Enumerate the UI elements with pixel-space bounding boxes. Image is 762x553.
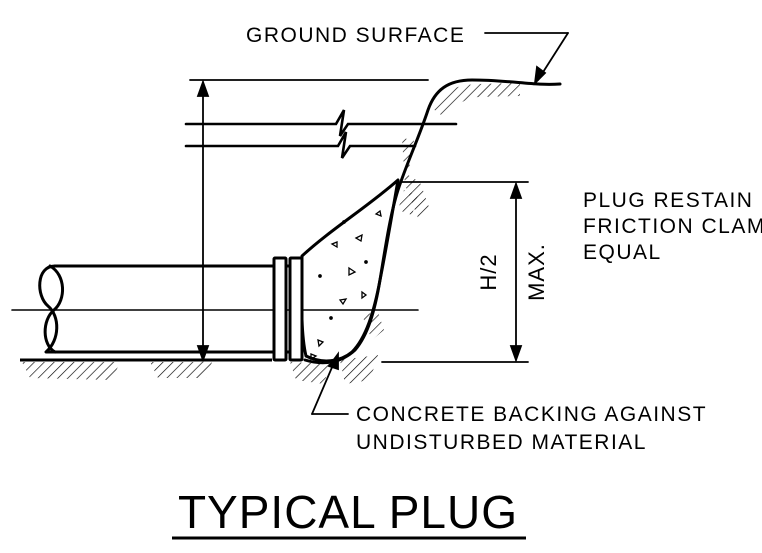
- pipe-break-line: [38, 264, 59, 354]
- concrete-note-line-2: UNDISTURBED MATERIAL: [356, 431, 647, 454]
- drawing-title: TYPICAL PLUG: [178, 486, 518, 538]
- arrow-down: [196, 345, 210, 363]
- pipe: [11, 264, 419, 354]
- concrete-note-line-1: CONCRETE BACKING AGAINST: [356, 403, 707, 426]
- concrete-backing: [300, 178, 400, 363]
- plug-note-line-3: EQUAL: [583, 241, 662, 264]
- ground-surface-label: GROUND SURFACE: [246, 24, 465, 47]
- concrete-leader: [311, 351, 349, 415]
- half-height-dimension: [381, 181, 529, 363]
- ground-surface-leader: [484, 32, 569, 86]
- plug-note-line-1: PLUG RESTAIN: [583, 189, 753, 212]
- depth-dimension: [184, 79, 458, 363]
- plug-restraint: [272, 256, 304, 362]
- arrow-up: [196, 79, 210, 97]
- soil-hatching: [22, 83, 520, 384]
- dimension-max-label: MAX.: [524, 243, 549, 301]
- plug-note-line-2: FRICTION CLAM: [583, 215, 762, 238]
- concrete-aggregate-marks: [310, 209, 382, 361]
- dimension-h-label: H/2: [476, 253, 501, 290]
